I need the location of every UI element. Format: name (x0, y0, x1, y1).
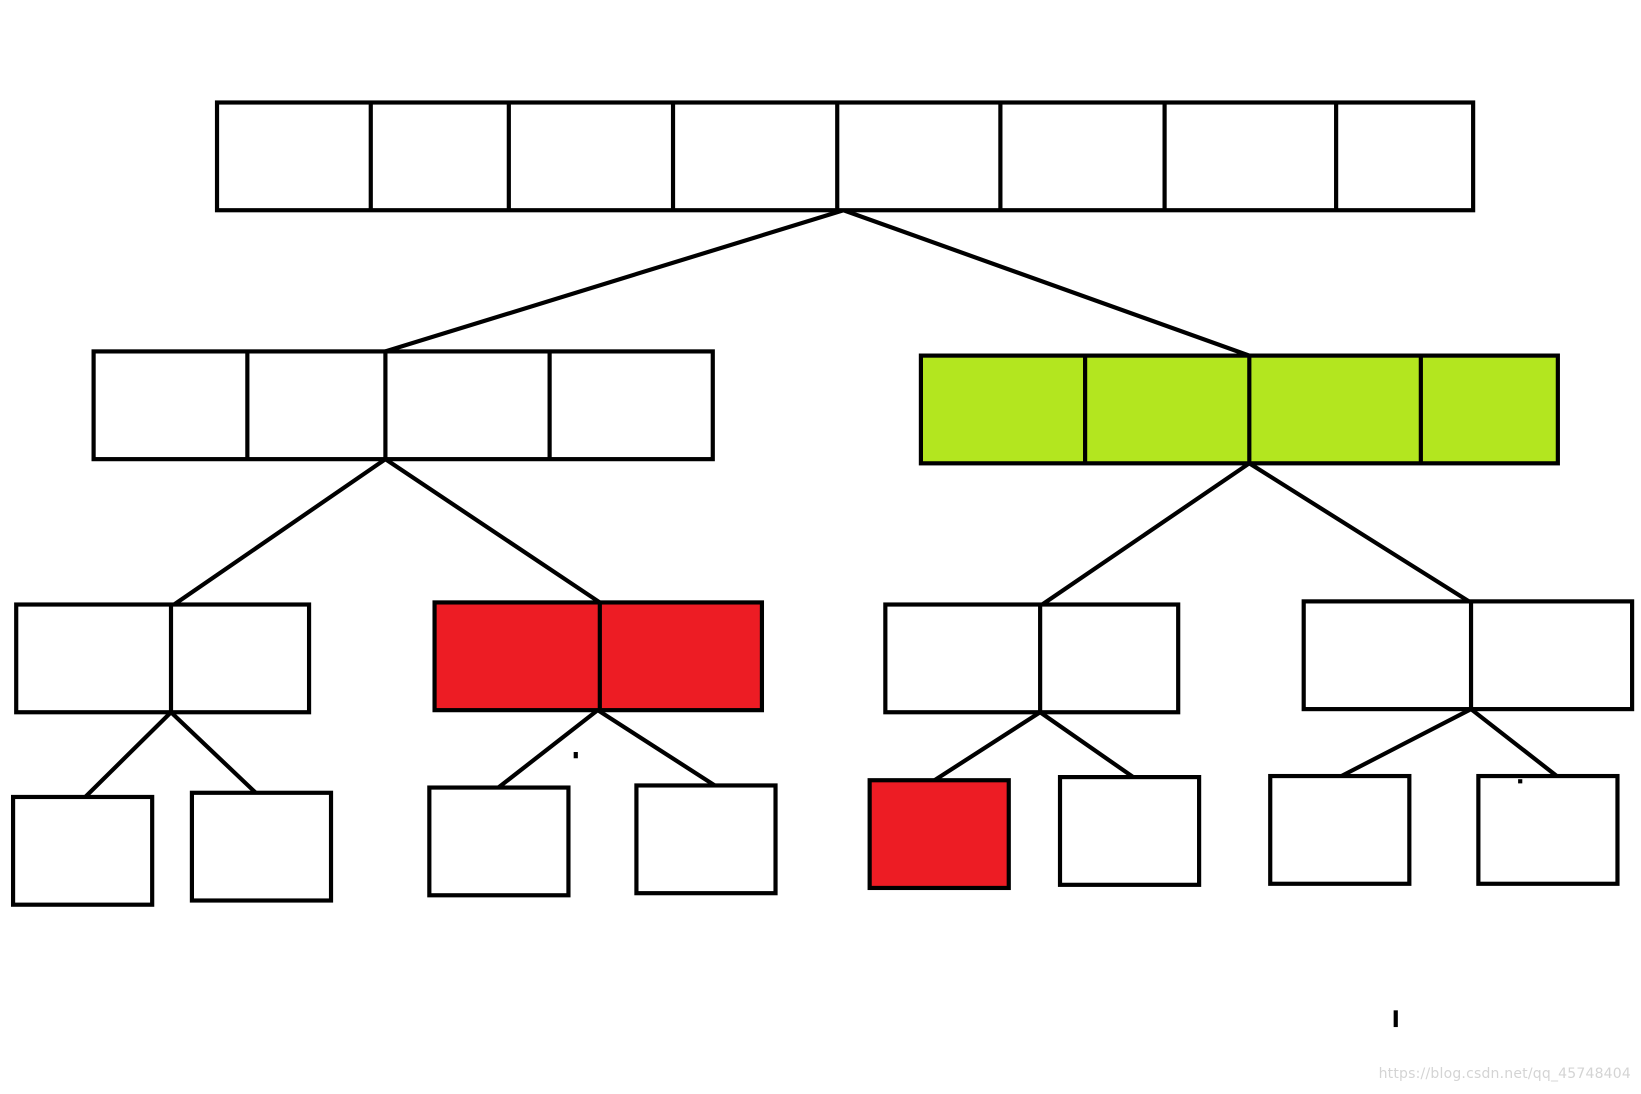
node-box (634, 783, 778, 896)
tree-node-rr (1301, 599, 1635, 712)
node-box (14, 602, 312, 715)
tree-node-lrr (634, 783, 778, 896)
tree-node-l (91, 349, 715, 462)
tree-edge (595, 708, 717, 788)
tree-edge (1339, 707, 1474, 779)
tree-node-ll (14, 602, 312, 715)
stray-dot (573, 751, 578, 759)
tree-edge (83, 710, 174, 800)
tree-edge (172, 457, 388, 607)
tree-node-r (918, 353, 1560, 466)
tree-edges (83, 208, 1559, 800)
node-box (918, 353, 1560, 466)
stray-dot (1518, 779, 1523, 784)
tree-edge (1468, 707, 1559, 779)
node-box (1057, 775, 1202, 887)
node-box (867, 778, 1011, 891)
node-box (883, 602, 1181, 715)
node-box (189, 790, 334, 903)
tree-node-root (214, 100, 1476, 213)
tree-node-lr (432, 600, 765, 713)
stray-tick (1393, 1010, 1398, 1028)
tree-edge (496, 708, 600, 790)
node-box (214, 100, 1476, 213)
tree-edge (1247, 461, 1472, 604)
stray-marks (573, 751, 1523, 1028)
tree-edge (841, 208, 1252, 358)
watermark-text: https://blog.csdn.net/qq_45748404 (1378, 1066, 1631, 1082)
tree-nodes (10, 100, 1635, 907)
tree-node-rrl (1268, 773, 1412, 886)
tree-edge (383, 457, 602, 605)
node-box (10, 794, 155, 907)
tree-node-rrr (1476, 773, 1620, 886)
node-box (1268, 773, 1412, 886)
tree-edge (1038, 710, 1136, 780)
node-box (91, 349, 715, 462)
node-box (1476, 773, 1620, 886)
node-box (1301, 599, 1635, 712)
tree-edge (383, 208, 846, 354)
tree-node-rlr (1057, 775, 1202, 887)
tree-node-rll (867, 778, 1011, 891)
tree-edge (932, 710, 1043, 783)
tree-edge (168, 710, 258, 795)
node-box (427, 785, 571, 898)
tree-node-rl (883, 602, 1181, 715)
tree-edge (1040, 461, 1252, 607)
tree-node-lrl (427, 785, 571, 898)
tree-node-llr (189, 790, 334, 903)
tree-node-lll (10, 794, 155, 907)
